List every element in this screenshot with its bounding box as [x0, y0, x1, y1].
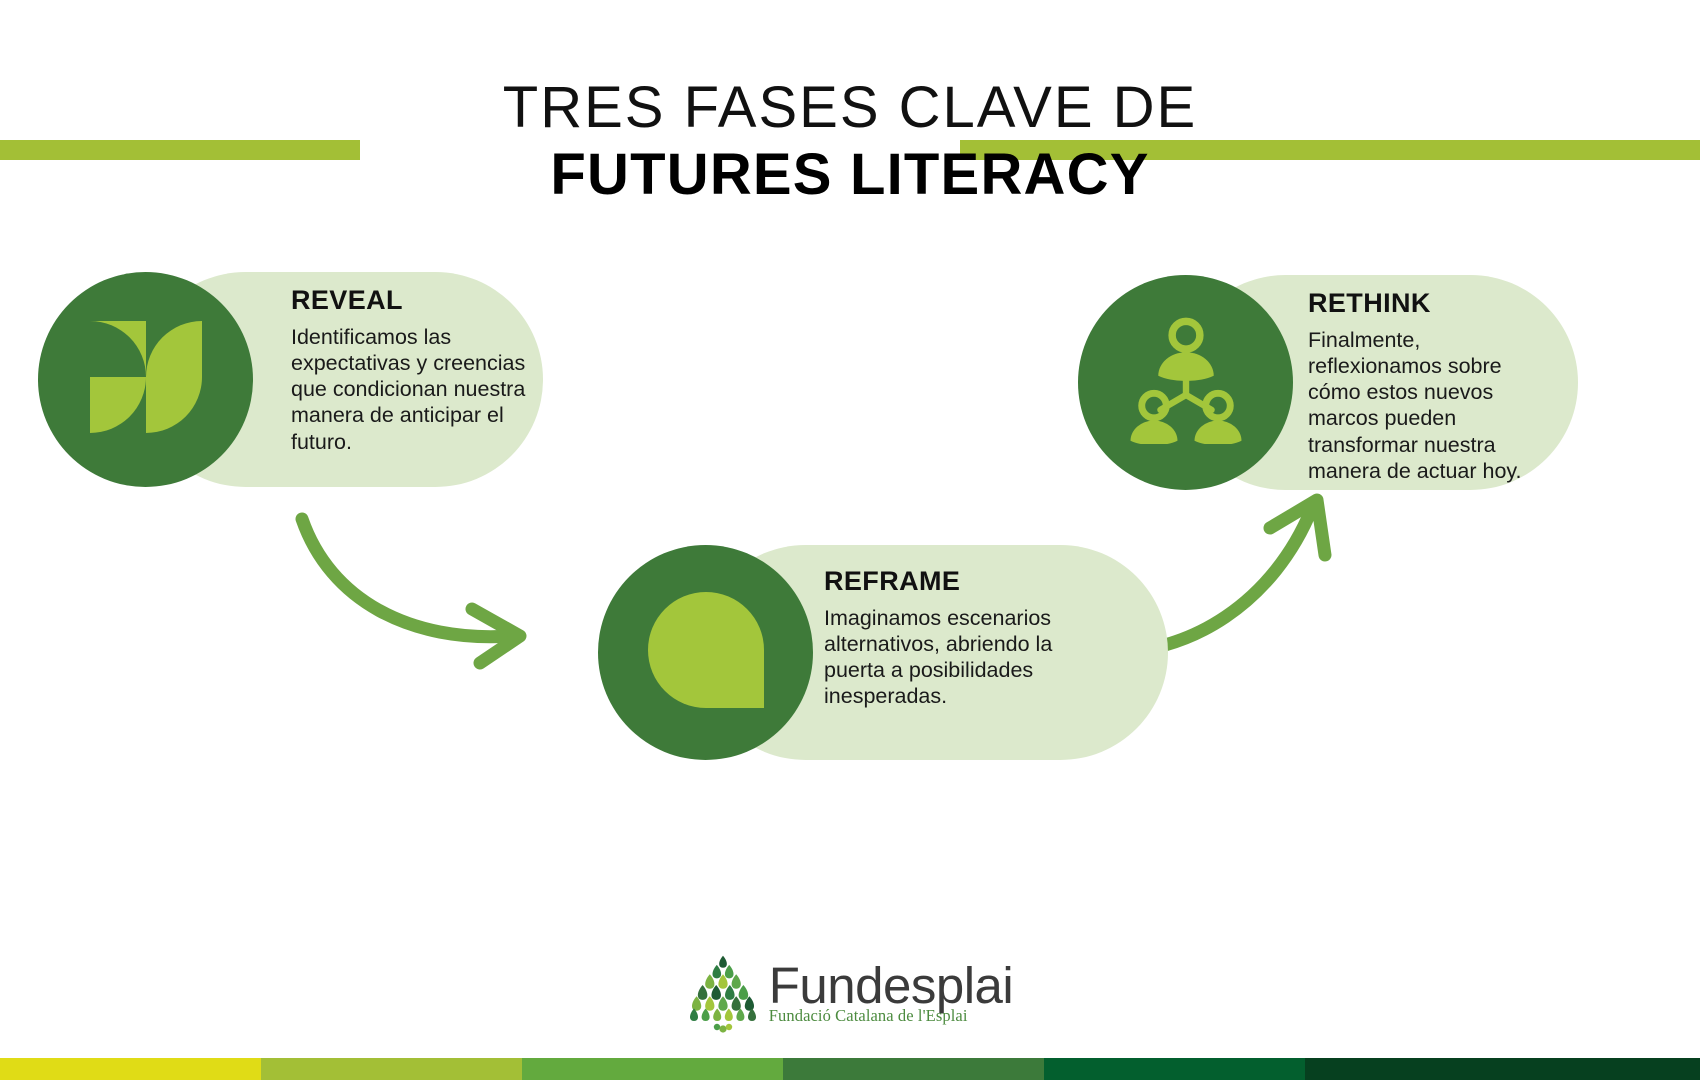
title-line-2: FUTURES LITERACY — [550, 142, 1150, 208]
phase-body-rethink: Finalmente, reflexionamos sobre cómo est… — [1308, 327, 1522, 483]
fundesplai-tree-icon — [687, 955, 759, 1033]
title-rule-left — [0, 140, 360, 160]
bottom-bar-segment-4 — [1044, 1058, 1305, 1080]
phase-title-reframe: REFRAME — [824, 566, 961, 596]
phase-card-reveal-text: REVEAL Identificamos las expectativas y … — [291, 285, 541, 455]
bottom-bar-segment-5 — [1305, 1058, 1700, 1080]
phase-body-reframe: Imaginamos escenarios alternativos, abri… — [824, 605, 1053, 709]
bottom-bar-segment-1 — [261, 1058, 522, 1080]
logo-tagline: Fundació Catalana de l'Esplai — [768, 1006, 968, 1026]
pinwheel-icon — [89, 321, 202, 438]
fundesplai-wordmark: Fundesplai Fundació Catalana de l'Esplai — [768, 956, 1014, 1027]
phase-title-rethink: RETHINK — [1308, 288, 1431, 318]
arrow-reveal-to-reframe — [295, 512, 527, 670]
phase-card-rethink-icon-circle — [1078, 275, 1293, 490]
phase-card-rethink-text: RETHINK Finalmente, reflexionamos sobre … — [1308, 288, 1528, 484]
people-network-icon — [1122, 316, 1250, 449]
phase-card-reframe-icon-circle — [598, 545, 813, 760]
logo-name: Fundesplai — [768, 956, 1014, 1014]
title-rule-right — [960, 140, 1700, 160]
fundesplai-logo: Fundesplai Fundació Catalana de l'Esplai — [0, 955, 1700, 1033]
bottom-bar-segment-3 — [783, 1058, 1044, 1080]
phase-card-reframe[interactable]: REFRAME Imaginamos escenarios alternativ… — [598, 545, 1173, 760]
phase-card-rethink[interactable]: RETHINK Finalmente, reflexionamos sobre … — [1078, 275, 1578, 490]
phase-card-reframe-text: REFRAME Imaginamos escenarios alternativ… — [824, 566, 1064, 710]
phase-card-reveal-icon-circle — [38, 272, 253, 487]
title-line-1: TRES FASES CLAVE DE — [502, 75, 1198, 140]
phase-title-reveal: REVEAL — [291, 285, 403, 315]
bottom-color-bar — [0, 1058, 1700, 1080]
phase-body-reveal: Identificamos las expectativas y creenci… — [291, 324, 526, 454]
teardrop-icon — [647, 592, 764, 713]
phase-card-reveal[interactable]: REVEAL Identificamos las expectativas y … — [38, 272, 548, 487]
bottom-bar-segment-0 — [0, 1058, 261, 1080]
bottom-bar-segment-2 — [522, 1058, 783, 1080]
page-title: TRES FASES CLAVE DE FUTURES LITERACY — [0, 78, 1700, 208]
